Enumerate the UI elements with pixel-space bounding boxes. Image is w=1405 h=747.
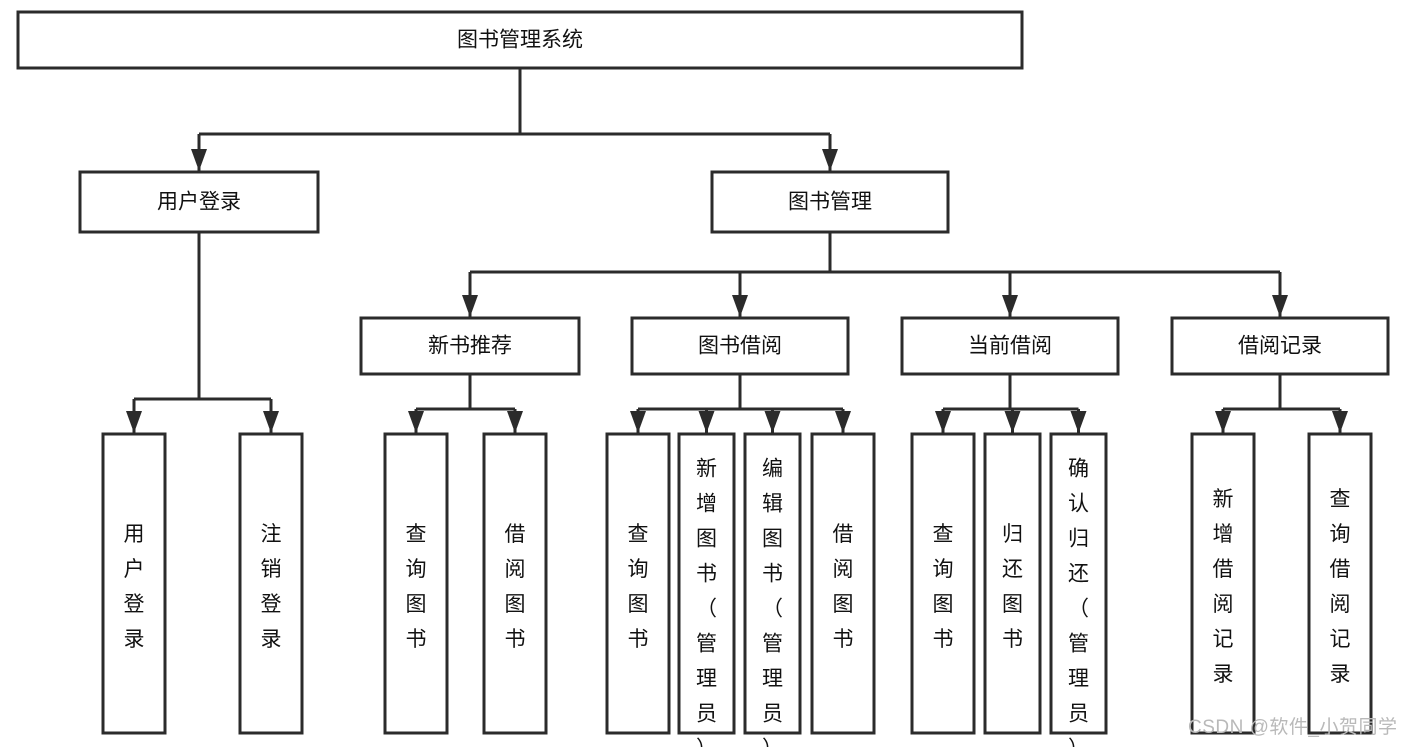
box-layer: 图书管理系统用户登录图书管理新书推荐图书借阅当前借阅借阅记录用户登录注销登录查询… (16, 10, 1390, 747)
arrow-head-icon (935, 411, 951, 433)
node-label: 新增图书（管理员） (696, 457, 717, 747)
arrow-head-icon (1004, 411, 1021, 433)
node-leaf-query-book-current[interactable]: 查询图书 (910, 432, 976, 735)
node-new-book-recommend[interactable]: 新书推荐 (359, 316, 581, 376)
node-box[interactable] (900, 316, 1120, 376)
node-book-borrow[interactable]: 图书借阅 (630, 316, 850, 376)
arrow-head-icon (732, 295, 748, 317)
node-leaf-confirm-return[interactable]: 确认归还（管理员） (1049, 432, 1108, 747)
node-leaf-return-book[interactable]: 归还图书 (983, 432, 1042, 735)
node-root[interactable]: 图书管理系统 (16, 10, 1024, 70)
node-leaf-add-book[interactable]: 新增图书（管理员） (677, 432, 736, 747)
arrow-head-icon (191, 149, 207, 171)
node-label: 确认归还（管理员） (1068, 457, 1089, 747)
node-label: 借阅图书 (505, 523, 526, 651)
node-box[interactable] (482, 432, 548, 735)
arrow-head-icon (126, 411, 142, 433)
arrow-head-icon (1272, 295, 1288, 317)
arrow-head-icon (1332, 411, 1348, 433)
node-leaf-edit-book[interactable]: 编辑图书（管理员） (743, 432, 802, 747)
node-label: 新书推荐 (428, 335, 512, 358)
node-box[interactable] (238, 432, 304, 735)
node-box[interactable] (677, 432, 736, 735)
node-label: 归还图书 (1002, 523, 1023, 651)
watermark: CSDN @软件_小贺同学 (1188, 717, 1398, 738)
node-box[interactable] (1170, 316, 1390, 376)
arrow-head-icon (263, 411, 279, 433)
node-label: 注销登录 (261, 523, 282, 651)
connector-layer (126, 68, 1348, 433)
node-leaf-query-book-rec[interactable]: 查询图书 (383, 432, 449, 735)
node-box[interactable] (1307, 432, 1373, 735)
node-box[interactable] (78, 170, 320, 234)
node-box[interactable] (1049, 432, 1108, 735)
node-label: 用户登录 (157, 191, 241, 214)
node-leaf-borrow-book-rec[interactable]: 借阅图书 (482, 432, 548, 735)
node-label: 编辑图书（管理员） (762, 457, 783, 747)
arrow-head-icon (1215, 411, 1231, 433)
node-box[interactable] (630, 316, 850, 376)
node-leaf-query-borrow-record[interactable]: 查询借阅记录 (1307, 432, 1373, 735)
node-leaf-user-logout[interactable]: 注销登录 (238, 432, 304, 735)
node-leaf-add-borrow-record[interactable]: 新增借阅记录 (1190, 432, 1256, 735)
node-label: 新增借阅记录 (1213, 488, 1234, 686)
arrow-head-icon (698, 411, 715, 433)
arrow-head-icon (764, 411, 781, 433)
node-box[interactable] (383, 432, 449, 735)
node-box[interactable] (359, 316, 581, 376)
node-current-borrow[interactable]: 当前借阅 (900, 316, 1120, 376)
node-label: 借阅图书 (833, 523, 854, 651)
arrow-head-icon (822, 149, 838, 171)
node-leaf-user-login[interactable]: 用户登录 (101, 432, 167, 735)
node-label: 查询图书 (406, 523, 427, 651)
arrow-head-icon (835, 411, 851, 433)
node-label: 图书管理系统 (457, 29, 583, 52)
node-leaf-query-book-borrow[interactable]: 查询图书 (605, 432, 671, 735)
node-box[interactable] (983, 432, 1042, 735)
node-borrow-record[interactable]: 借阅记录 (1170, 316, 1390, 376)
node-box[interactable] (16, 10, 1024, 70)
node-box[interactable] (605, 432, 671, 735)
node-box[interactable] (710, 170, 950, 234)
node-user-login[interactable]: 用户登录 (78, 170, 320, 234)
node-book-manage[interactable]: 图书管理 (710, 170, 950, 234)
node-label: 借阅记录 (1238, 335, 1322, 358)
node-leaf-borrow-book[interactable]: 借阅图书 (810, 432, 876, 735)
node-box[interactable] (743, 432, 802, 735)
node-box[interactable] (1190, 432, 1256, 735)
node-label: 图书借阅 (698, 335, 782, 358)
node-box[interactable] (101, 432, 167, 735)
node-box[interactable] (910, 432, 976, 735)
node-label: 查询借阅记录 (1330, 488, 1351, 686)
arrow-head-icon (408, 411, 424, 433)
arrow-head-icon (507, 411, 523, 433)
node-label: 查询图书 (628, 523, 649, 651)
node-label: 图书管理 (788, 191, 872, 214)
node-label: 查询图书 (933, 523, 954, 651)
node-label: 当前借阅 (968, 335, 1052, 358)
node-box[interactable] (810, 432, 876, 735)
node-label: 用户登录 (124, 523, 145, 651)
arrow-head-icon (630, 411, 646, 433)
arrow-head-icon (462, 295, 478, 317)
arrow-head-icon (1002, 295, 1018, 317)
arrow-head-icon (1070, 411, 1087, 433)
